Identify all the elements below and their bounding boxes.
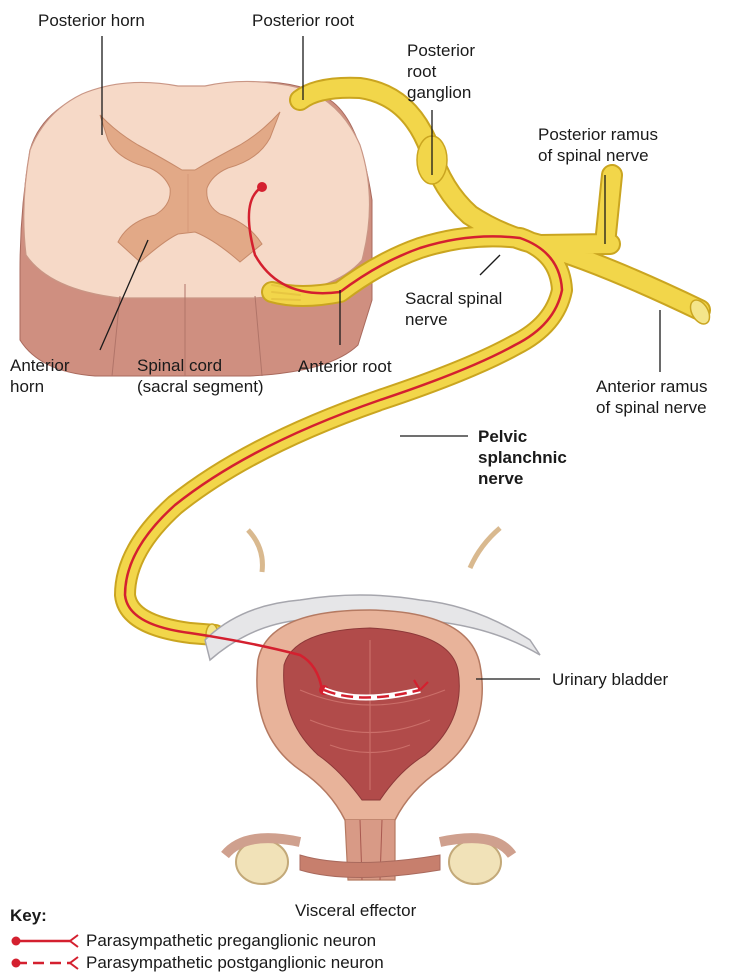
preganglionic-key-icon [8,933,84,949]
label-posterior-ramus: Posterior ramus of spinal nerve [538,124,658,166]
label-anterior-ramus: Anterior ramus of spinal nerve [596,376,707,418]
label-spinal-cord: Spinal cord (sacral segment) [137,355,264,397]
label-posterior-horn: Posterior horn [38,10,145,31]
key-row-preganglionic: Parasympathetic preganglionic neuron [8,930,478,952]
label-posterior-root: Posterior root [252,10,354,31]
urinary-bladder [205,528,540,884]
key-postganglionic-label: Parasympathetic postganglionic neuron [86,952,384,973]
key-row-postganglionic: Parasympathetic postganglionic neuron [8,952,478,974]
key-title: Key: [10,906,47,926]
label-posterior-root-ganglion: Posterior root ganglion [407,40,475,103]
key-legend: Key: Parasympathetic preganglionic neuro… [8,906,488,976]
spinal-cord [20,81,372,376]
postganglionic-key-icon [8,955,84,971]
label-pelvic-splanchnic-nerve: Pelvic splanchnic nerve [478,426,567,489]
neuron-cell-body-icon [257,182,267,192]
label-anterior-root: Anterior root [298,356,392,377]
label-anterior-horn: Anterior horn [10,355,70,397]
label-urinary-bladder: Urinary bladder [552,669,668,690]
label-sacral-spinal-nerve: Sacral spinal nerve [405,288,502,330]
key-preganglionic-label: Parasympathetic preganglionic neuron [86,930,376,951]
